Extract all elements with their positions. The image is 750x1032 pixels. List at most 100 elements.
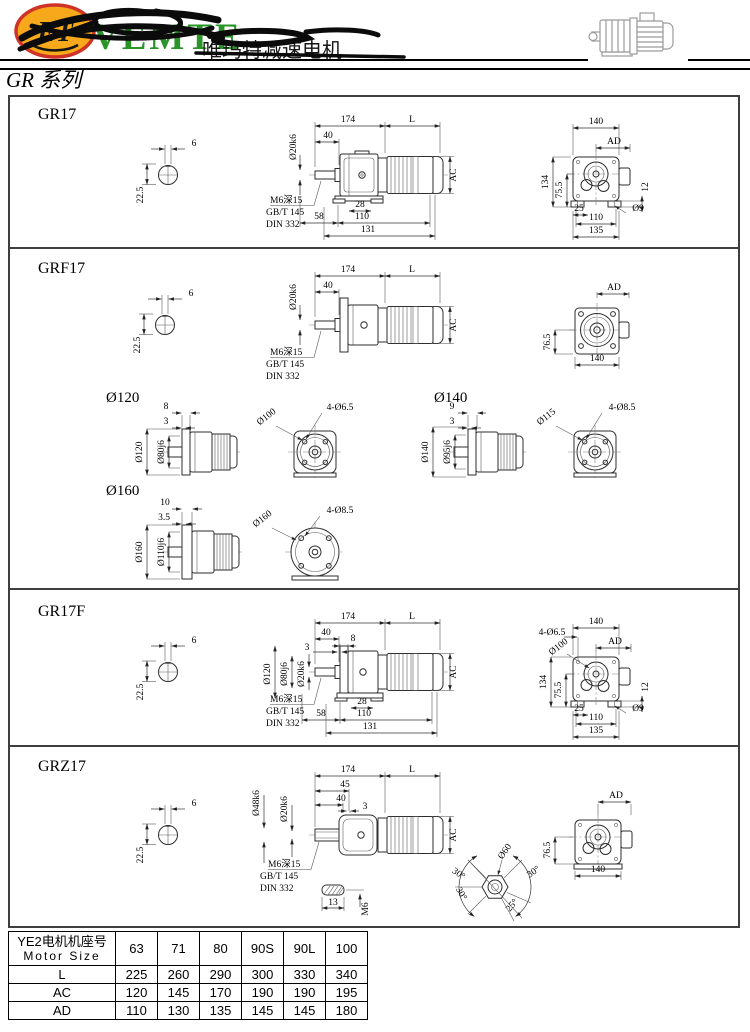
motor-size-label-en: Motor Size: [23, 949, 101, 963]
gr17f-dim-174: 174: [341, 612, 356, 622]
gr17f-side-view: [309, 646, 448, 701]
grz17-torque-arm-diagram: [455, 856, 531, 921]
value-cell: 300: [241, 965, 284, 984]
gr17f-title: GR17F: [38, 603, 85, 620]
gr17f-tap-line3: DIN 332: [266, 719, 300, 729]
grf17-dim-L: L: [409, 265, 415, 275]
flange160-spigot: Ø110j6: [157, 538, 167, 566]
gr17f-end-bolt-circle: Ø100: [547, 637, 570, 658]
flange160-front-view: [284, 521, 346, 583]
grf17-tap-line2: GB/T 145: [266, 360, 304, 370]
grf17-side-view: [309, 298, 448, 352]
gr17-dim-L: L: [409, 115, 415, 125]
flange160-holes: 4-Ø8.5: [327, 506, 354, 516]
flange140-dim-9: 9: [450, 402, 455, 412]
gr17-dim-28: 28: [355, 200, 365, 210]
flange140-outer: Ø140: [421, 441, 431, 462]
flange120-dim-8: 8: [164, 402, 169, 412]
header-motor-icon: [588, 8, 688, 64]
gr17f-key-height: 22.5: [136, 683, 146, 700]
section-gr17f: GR17F 6 22.5 174 L 40 8 3 Ø120 Ø80j6 Ø20…: [38, 603, 651, 740]
gr17-dim-174: 174: [341, 115, 356, 125]
gr17f-end-12: 12: [641, 682, 651, 692]
gr17-end-AD: AD: [607, 137, 621, 147]
gr17-key-height: 22.5: [136, 186, 146, 203]
gr17f-end-134: 134: [539, 675, 549, 690]
section-gr17: GR17 6 22.5 174 L 40 Ø20k6 AC M6深15 GB/T…: [38, 106, 651, 240]
gr17f-end-AD: AD: [608, 637, 622, 647]
table-row: AD 110 130 135 145 145 180: [8, 1001, 368, 1020]
grz17-dim-174: 174: [341, 765, 356, 775]
grf17-key-height: 22.5: [133, 336, 143, 353]
size-col: 80: [199, 931, 242, 966]
grz17-side-view: [309, 815, 448, 855]
section-flange-160: Ø160 10 3.5 Ø160 Ø110j6 Ø160 4-Ø8.5: [106, 483, 354, 583]
gr17-dim-58: 58: [314, 212, 324, 222]
grz17-torque-dia: Ø60: [497, 842, 515, 861]
grz17-key-width: 6: [192, 799, 197, 809]
gr17f-end-110: 110: [589, 713, 603, 723]
gr17f-dim-8: 8: [351, 634, 356, 644]
gr17-shaft-dia: Ø20k6: [289, 134, 299, 160]
grf17-key-width: 6: [189, 289, 194, 299]
grz17-angle-3: 30°: [453, 885, 469, 902]
section-grz17: GRZ17 6 22.5 174 L 45 40 3 Ø48k6 Ø20k6 A…: [38, 758, 740, 928]
gr17-end-755: 75.5: [555, 181, 565, 198]
gr17f-dim-131: 131: [363, 722, 378, 732]
flange160-title: Ø160: [106, 483, 139, 499]
gr17f-flange-outer: Ø120: [263, 663, 273, 684]
value-cell: 180: [325, 1001, 368, 1020]
gr17f-tap-line1: M6深15: [270, 694, 302, 705]
flange120-spigot: Ø80j6: [157, 440, 167, 464]
grz17-dim-3: 3: [363, 802, 368, 812]
flange140-side-view: [447, 428, 527, 476]
value-cell: 145: [283, 1001, 326, 1020]
gr17f-flange-spigot: Ø80j6: [280, 662, 290, 686]
value-cell: 145: [241, 1001, 284, 1020]
grz17-angle-2: 30°: [525, 864, 542, 881]
gr17f-dim-AC: AC: [449, 665, 459, 678]
value-cell: 190: [283, 983, 326, 1002]
gr17f-end-755: 75.5: [554, 681, 564, 698]
gearmotor-icon: [588, 12, 674, 57]
section-divider-1: [8, 247, 740, 249]
grz17-key-13: 13: [328, 898, 338, 908]
gr17-tap-line2: GB/T 145: [266, 208, 304, 218]
size-col: 90L: [283, 931, 326, 966]
series-title: GR 系列: [6, 68, 82, 92]
grz17-end-view: [569, 815, 632, 869]
gr17-end-140: 140: [589, 117, 604, 127]
flange120-bolt-circle: Ø100: [255, 407, 278, 428]
table-row: YE2电机机座号 Motor Size 63 71 80 90S 90L 100: [8, 931, 368, 966]
gr17f-end-hole: Ø9: [632, 704, 644, 714]
gr17f-dim-58: 58: [316, 709, 326, 719]
size-col: 90S: [241, 931, 284, 966]
gr17f-end-holes: 4-Ø6.5: [539, 628, 566, 638]
gr17-dim-AC: AC: [449, 168, 459, 181]
grz17-hollow-dia: Ø48k6: [252, 790, 262, 816]
grf17-end-140: 140: [590, 354, 605, 364]
value-cell: 260: [157, 965, 200, 984]
gr17-tap-line3: DIN 332: [266, 220, 300, 230]
section-divider-2: [8, 588, 740, 590]
flange160-side-view: [161, 524, 243, 580]
gr17f-tap-line2: GB/T 145: [266, 707, 304, 717]
value-cell: 130: [157, 1001, 200, 1020]
flange140-holes: 4-Ø8.5: [609, 403, 636, 413]
value-cell: 330: [283, 965, 326, 984]
row-label: AC: [8, 983, 116, 1002]
size-col: 100: [325, 931, 368, 966]
value-cell: 340: [325, 965, 368, 984]
grf17-dim-174: 174: [341, 265, 356, 275]
grz17-dim-L: L: [409, 765, 415, 775]
gr17f-dim-110: 110: [357, 709, 371, 719]
value-cell: 145: [157, 983, 200, 1002]
grf17-shaft-section: [139, 295, 182, 335]
grf17-tap-line3: DIN 332: [266, 372, 300, 382]
grf17-dim-AC: AC: [449, 318, 459, 331]
gr17f-dim-28: 28: [357, 697, 367, 707]
grz17-key-height: 22.5: [136, 846, 146, 863]
section-grf17: GRF17 6 22.5 174 L 40 Ø20k6 AC M6深15 GB/…: [38, 260, 630, 382]
flange140-bolt-circle: Ø115: [536, 407, 559, 428]
